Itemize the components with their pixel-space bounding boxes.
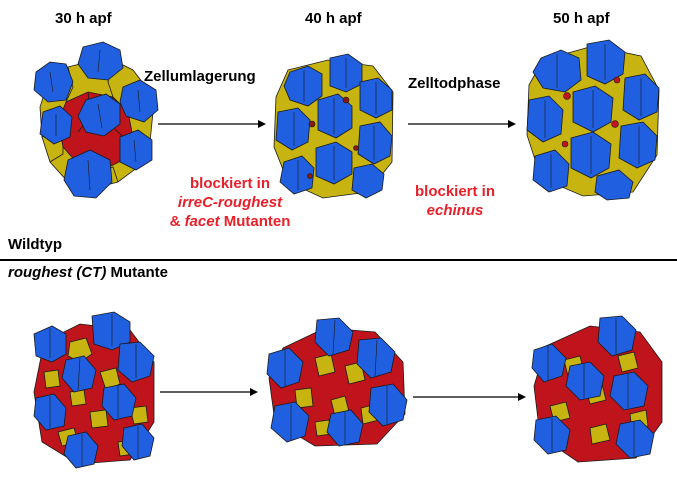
mutant-word: Mutante [106, 264, 168, 281]
mutant-name-irrec: irreC-roughest [177, 194, 283, 211]
roughest-50h-cluster [531, 315, 663, 463]
mutant-name-facet: facet [184, 213, 220, 230]
roughest-gene-name: roughest (CT) [8, 264, 107, 281]
arrow-right-icon [160, 388, 258, 396]
mutants-word: Mutanten [219, 213, 291, 230]
timepoint-50h: 50 h apf [553, 10, 610, 27]
roughest-30h-cluster [33, 311, 155, 469]
blocked-annotation-2: blockiert in echinus [395, 182, 515, 220]
timepoint-40h: 40 h apf [305, 10, 362, 27]
row-divider [0, 259, 677, 261]
mutant-name-echinus: echinus [426, 202, 484, 219]
phase-label-cell-death: Zelltodphase [408, 75, 501, 92]
arrow-right-icon [413, 393, 526, 401]
wildtype-30h-cluster [33, 41, 159, 199]
row-label-roughest-mutant: roughest (CT) Mutante [8, 264, 168, 281]
blocked-intro-2: blockiert in [414, 183, 496, 200]
blocked-annotation-1: blockiert in irreC-roughest & facet Muta… [150, 174, 310, 231]
roughest-40h-cluster [266, 317, 408, 447]
phase-label-cell-rearrangement: Zellumlagerung [144, 68, 256, 85]
ampersand: & [169, 213, 185, 230]
arrow-right-icon [408, 120, 516, 128]
timepoint-30h: 30 h apf [55, 10, 112, 27]
wildtype-40h-cluster [273, 53, 394, 199]
arrow-right-icon [158, 120, 266, 128]
wildtype-50h-cluster [526, 39, 660, 201]
blocked-intro-1: blockiert in [189, 175, 271, 192]
row-label-wildtype: Wildtyp [8, 236, 63, 253]
